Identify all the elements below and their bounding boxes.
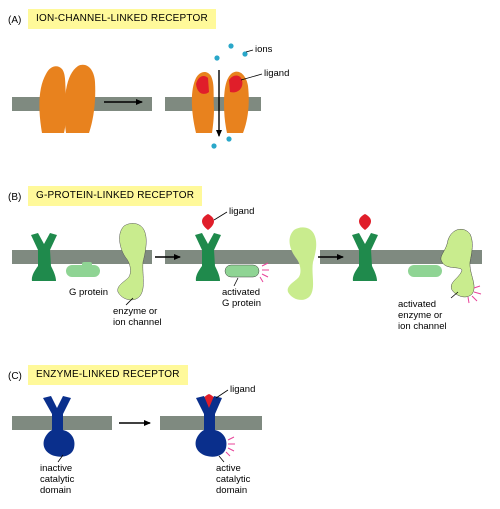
activation-spark [467, 285, 482, 304]
ligand-a-right [229, 75, 243, 93]
panel-a-title: ION-CHANNEL-LINKED RECEPTOR [28, 9, 216, 29]
ion [226, 136, 232, 142]
ligand-a-left [196, 76, 209, 94]
ion [242, 51, 248, 57]
activation-spark [225, 436, 235, 457]
panel-c-title: ENZYME-LINKED RECEPTOR [28, 365, 188, 385]
panel-a-letter: (A) [8, 15, 22, 26]
active-label-line3: domain [216, 485, 248, 496]
inactive-label-line2: catalytic [40, 474, 75, 485]
activated-g-label-line1: activated [222, 287, 261, 298]
ligand-b-2 [359, 214, 371, 230]
enzyme-label-line2: ion channel [113, 317, 162, 328]
panel-b-title: G-PROTEIN-LINKED RECEPTOR [28, 186, 203, 206]
ions-leader [245, 49, 254, 53]
ion [228, 43, 234, 49]
ligand-b-1 [202, 214, 214, 230]
inactive-label-line1: inactive [40, 463, 73, 474]
enzyme-1 [117, 223, 147, 301]
ligand-b-1-leader [213, 211, 228, 221]
active-label-line2: catalytic [216, 474, 251, 485]
ion [211, 143, 217, 149]
g-protein-2-leader [233, 277, 239, 287]
g-receptor-2 [195, 233, 221, 281]
activation-spark [259, 262, 269, 283]
inactive-label-line3: domain [40, 485, 72, 496]
activated-g-label-line2: G protein [222, 298, 262, 309]
enzyme-receptor-inactive [43, 396, 75, 457]
g-protein-1 [66, 265, 100, 277]
ion-channel-closed-left [39, 66, 67, 133]
g-receptor-3 [352, 233, 378, 281]
panel-c-letter: (C) [8, 371, 22, 382]
ion [214, 55, 220, 61]
membrane-b-2 [165, 250, 305, 264]
activated-enzyme-label-line3: ion channel [398, 321, 447, 332]
inactive-leader [57, 454, 64, 463]
g-protein-2 [224, 264, 260, 278]
g-protein-label: G protein [69, 287, 109, 298]
ligand-c-leader [215, 389, 229, 399]
ions-label: ions [255, 44, 273, 55]
active-label-line1: active [216, 463, 241, 474]
ligand-label-b: ligand [229, 206, 255, 217]
ligand-a-leader [240, 73, 263, 81]
activated-enzyme-label-line2: enzyme or [398, 310, 443, 321]
ligand-label-a: ligand [264, 68, 290, 79]
enzyme-3-leader [450, 291, 459, 299]
activated-enzyme-label-line1: activated [398, 299, 437, 310]
g-protein-3 [408, 265, 442, 277]
ion-channel-closed-right [64, 64, 96, 133]
ligand-label-c: ligand [230, 384, 256, 395]
enzyme-receptor-active [195, 396, 227, 457]
enzyme-1-leader [125, 297, 134, 306]
g-receptor-1 [31, 233, 57, 281]
enzyme-3 [440, 228, 475, 298]
enzyme-label-line1: enzyme or [113, 306, 158, 317]
enzyme-2 [287, 227, 317, 300]
active-leader [218, 455, 225, 463]
panel-b-letter: (B) [8, 192, 22, 203]
g-protein-1-tab [82, 262, 92, 267]
